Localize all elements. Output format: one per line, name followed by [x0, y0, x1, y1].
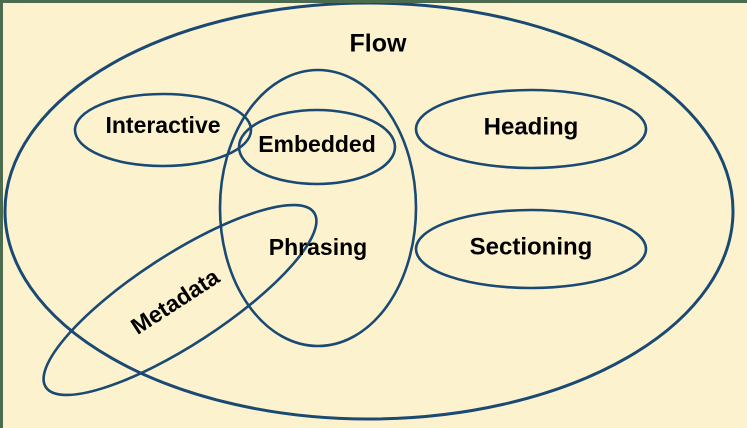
interactive-ellipse[interactable] — [73, 92, 253, 168]
interactive-label: Interactive — [105, 112, 220, 138]
sectioning-ellipse[interactable] — [414, 208, 648, 290]
phrasing-ellipse[interactable] — [218, 68, 418, 348]
category-flow[interactable]: Flow — [3, 1, 735, 421]
metadata-ellipse[interactable] — [21, 175, 338, 425]
category-sectioning[interactable]: Sectioning — [414, 208, 648, 290]
flow-label: Flow — [350, 30, 407, 58]
embedded-label: Embedded — [258, 131, 376, 157]
category-embedded[interactable]: Embedded — [237, 108, 397, 186]
canvas-left-border — [0, 0, 3, 428]
category-interactive[interactable]: Interactive — [73, 92, 253, 168]
flow-ellipse[interactable] — [3, 1, 735, 421]
canvas-top-border — [0, 0, 747, 3]
heading-ellipse[interactable] — [414, 88, 648, 170]
category-phrasing[interactable] — [218, 68, 418, 348]
heading-label: Heading — [484, 113, 579, 140]
embedded-ellipse[interactable] — [237, 108, 397, 186]
category-heading[interactable]: Heading — [414, 88, 648, 170]
sectioning-label: Sectioning — [470, 233, 593, 260]
phrasing-label: Phrasing — [269, 234, 367, 260]
